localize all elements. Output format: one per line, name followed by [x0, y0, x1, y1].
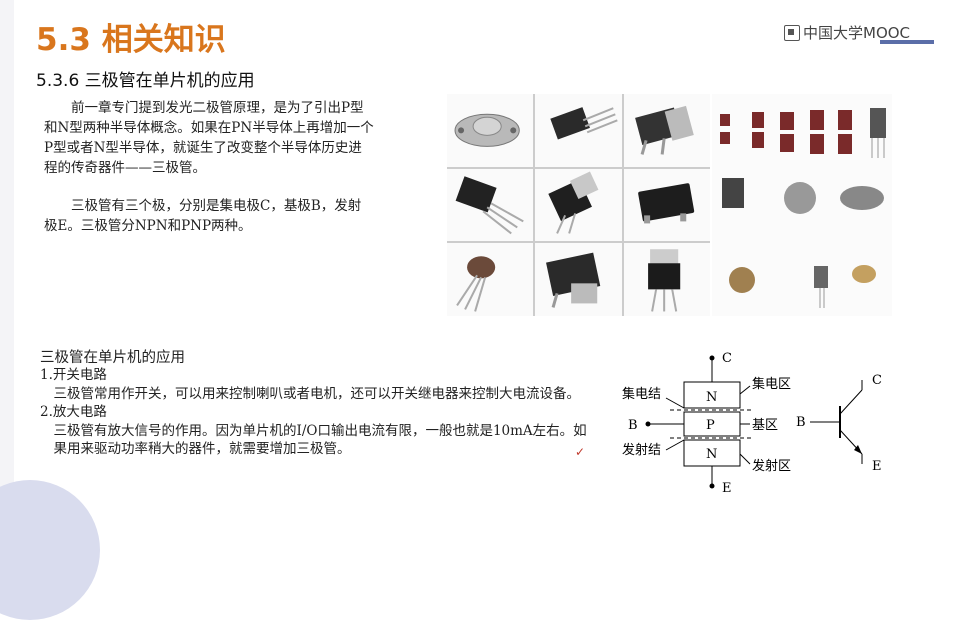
- transistor-photo-to126: [535, 94, 622, 167]
- intro-text-1: 前一章专门提到发光二极管原理，是为了引出P型和N型两种半导体概念。如果在PN半导…: [44, 100, 374, 176]
- diagram-b-label: B: [628, 418, 638, 433]
- slide-title: 5.3 相关知识: [36, 22, 226, 58]
- transistor-package-catalog: [712, 94, 892, 316]
- emitter-region-label: 发射区: [752, 458, 791, 474]
- mooc-logo-text: 中国大学MOOC: [803, 24, 911, 42]
- n-region-bottom: [683, 439, 741, 467]
- intro-paragraph-2: 三极管有三个极，分别是集电极C，基极B，发射极E。三极管分NPN和PNP两种。: [44, 196, 374, 236]
- diagram-c-label: C: [722, 351, 732, 366]
- collector-region-label: 集电区: [752, 376, 791, 392]
- logo-accent-bar: [880, 40, 934, 44]
- transistor-photo-dpak: [623, 94, 710, 167]
- collector-junction-label: 集电结: [622, 386, 661, 402]
- transistor-photo-to220-tab: [535, 168, 622, 242]
- transistor-structure-diagram: C E N P N B 集电结 发射结 集电区 基区 发射区 B C E: [622, 351, 882, 496]
- transistor-photo-infineon: [623, 243, 710, 316]
- item2-text: 三极管有放大信号的作用。因为单片机的I/O口输出电流有限，一般也就是10mA左右…: [53, 422, 587, 458]
- mooc-logo-icon: [784, 24, 800, 41]
- transistor-photo-to3: [447, 94, 534, 167]
- application-heading: 三极管在单片机的应用: [40, 350, 185, 366]
- left-margin-bar: [0, 0, 14, 540]
- npn-symbol: B C E: [796, 373, 882, 474]
- transistor-photo-sot: [623, 168, 710, 242]
- transistor-photo-ir: [535, 243, 622, 316]
- symbol-c-label: C: [872, 373, 882, 388]
- n-region-top: [683, 381, 741, 409]
- decorative-circle: [0, 480, 100, 620]
- base-region-label: 基区: [752, 418, 778, 433]
- symbol-e-label: E: [872, 459, 882, 474]
- n-top-label: N: [706, 390, 717, 405]
- emitter-junction-label: 发射结: [622, 442, 661, 458]
- symbol-b-label: B: [796, 415, 806, 430]
- item1-title: 1.开关电路: [40, 367, 107, 383]
- intro-paragraph-1: 前一章专门提到发光二极管原理，是为了引出P型和N型两种半导体概念。如果在PN半导…: [44, 98, 374, 178]
- application-body: 1.开关电路 三极管常用作开关，可以用来控制喇叭或者电机，还可以开关继电器来控制…: [40, 366, 600, 459]
- diagram-e-label: E: [722, 481, 732, 496]
- item1-text: 三极管常用作开关，可以用来控制喇叭或者电机，还可以开关继电器来控制大电流设备。: [53, 385, 581, 402]
- p-region: [683, 411, 741, 437]
- n-bot-label: N: [706, 447, 717, 462]
- transistor-photo-to92: [447, 243, 534, 316]
- slide-subtitle: 5.3.6 三极管在单片机的应用: [36, 71, 255, 91]
- p-label: P: [706, 418, 715, 433]
- intro-text-2: 三极管有三个极，分别是集电极C，基极B，发射极E。三极管分NPN和PNP两种。: [44, 198, 362, 234]
- pen-cursor-icon: ✓: [575, 445, 586, 459]
- transistor-photo-to220: [447, 168, 534, 242]
- mooc-logo: 中国大学MOOC: [784, 22, 910, 43]
- transistor-photo-grid: [447, 94, 710, 316]
- item2-title: 2.放大电路: [40, 404, 107, 420]
